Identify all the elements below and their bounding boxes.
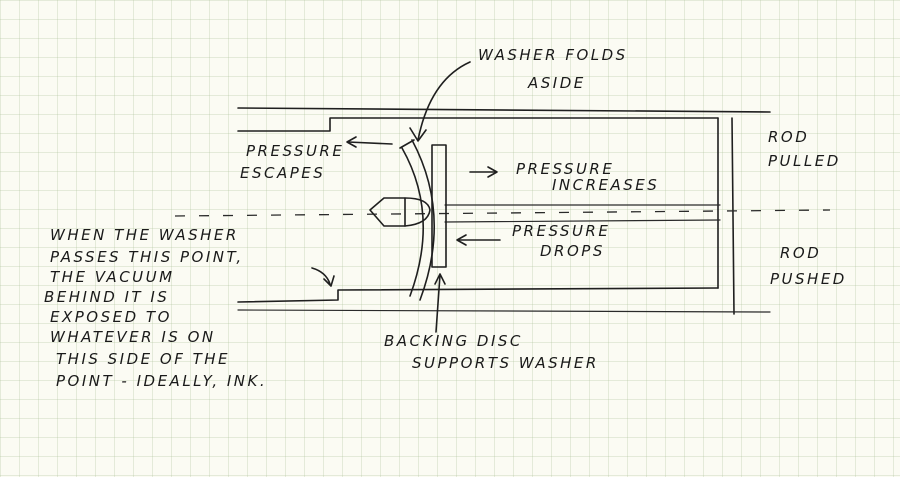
note-line-2: PASSES THIS POINT, — [50, 248, 244, 266]
arrow-backing-disc — [435, 274, 441, 333]
note-line-3: THE VACUUM — [50, 268, 175, 286]
label-pressure-escapes-2: ESCAPES — [240, 164, 325, 182]
arrow-pressure-increases-head — [487, 166, 498, 178]
arrow-pressure-escapes — [347, 141, 393, 145]
label-pressure-drops-2: DROPS — [540, 242, 605, 260]
washer-inner — [411, 139, 436, 301]
arrow-this-point-head — [323, 275, 335, 287]
note-line-4: BEHIND IT IS — [44, 288, 169, 306]
washer-top-cap — [399, 139, 415, 149]
rod-shaft-bottom — [444, 219, 721, 223]
label-pressure-increases-2: INCREASES — [552, 176, 659, 194]
label-backing-disc-2: SUPPORTS WASHER — [412, 354, 599, 372]
barrel-top-wall-outer — [237, 107, 771, 113]
rod-vertical — [731, 117, 735, 315]
label-rod-pulled-1: ROD — [768, 128, 809, 146]
arrow-washer-folds — [417, 61, 471, 141]
note-line-7: THIS SIDE OF THE — [56, 350, 230, 368]
barrel-bottom-wall-outer — [237, 309, 771, 313]
label-pressure-escapes-1: PRESSURE — [246, 142, 344, 160]
label-washer-folds-1: WASHER FOLDS — [478, 46, 628, 64]
cone-tip — [369, 197, 406, 227]
label-pressure-increases-1: PRESSURE — [516, 160, 614, 178]
arrow-backing-disc-head — [434, 273, 446, 285]
note-line-5: EXPOSED TO — [50, 308, 172, 326]
label-pressure-drops-1: PRESSURE — [512, 222, 610, 240]
note-line-1: WHEN THE WASHER — [50, 226, 239, 244]
barrel-bottom-wall — [237, 287, 719, 303]
note-line-6: WHATEVER IS ON — [50, 328, 216, 346]
arrow-pressure-escapes-head — [346, 136, 357, 148]
label-washer-folds-2: ASIDE — [527, 74, 586, 92]
label-rod-pulled-2: PULLED — [768, 152, 841, 170]
arrow-pressure-drops-head — [456, 234, 467, 246]
note-line-8: POINT - IDEALLY, INK. — [56, 372, 267, 390]
label-backing-disc-1: BACKING DISC — [384, 332, 523, 350]
arrow-this-point — [311, 267, 331, 285]
washer-outer — [401, 147, 425, 297]
arrow-washer-folds-head — [409, 127, 427, 142]
cone-neck — [404, 197, 431, 227]
label-when-washer: WHEN THE WASHER PASSES THIS POINT, THE V… — [44, 226, 267, 390]
label-rod-pushed-1: ROD — [780, 244, 821, 262]
barrel-top-wall-inner — [237, 117, 719, 132]
center-axis-line — [174, 209, 831, 217]
label-rod-pushed-2: PUSHED — [770, 270, 847, 288]
backing-disc — [431, 144, 447, 268]
